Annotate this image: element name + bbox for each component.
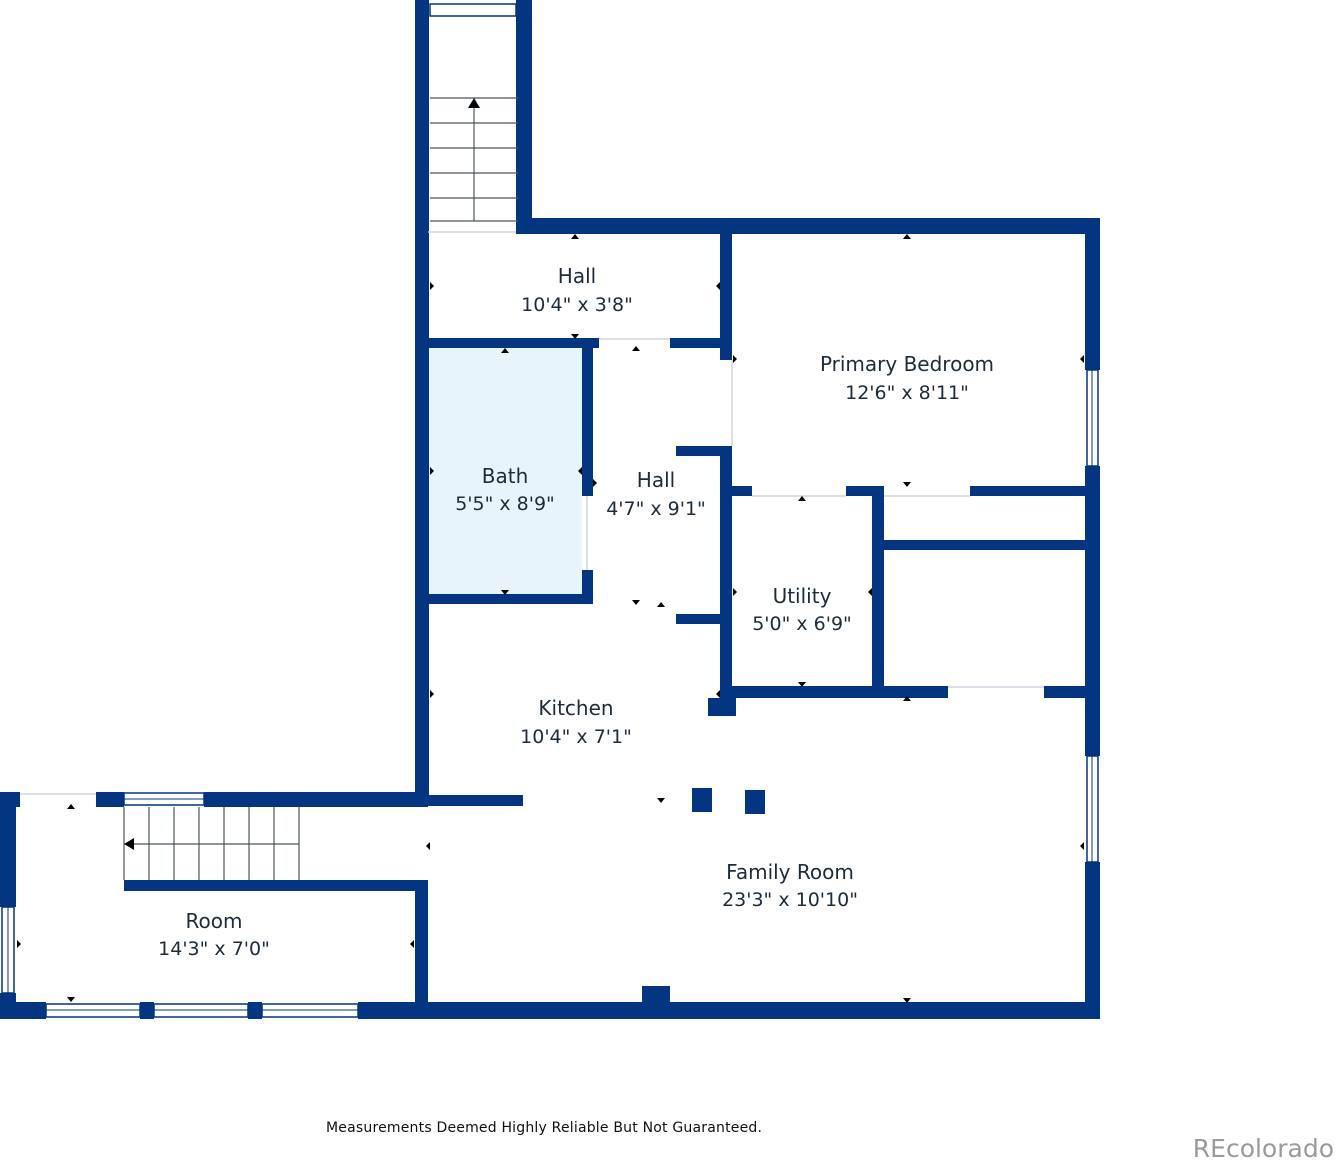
room-family-room-dims: 23'3" x 10'10" [722, 889, 858, 911]
window-lines [7, 370, 1093, 1011]
room-hall-top-name: Hall [558, 264, 596, 288]
disclaimer-text: Measurements Deemed Highly Reliable But … [326, 1120, 763, 1136]
room-hall-top-dims: 10'4" x 3'8" [521, 294, 633, 316]
room-hall-middle-name: Hall [637, 468, 675, 492]
room-primary-bedroom-dims: 12'6" x 8'11" [845, 382, 969, 404]
stairs-arrow-icon [124, 838, 134, 850]
stairs-upper [430, 97, 518, 222]
room-bath-name: Bath [482, 464, 529, 488]
stairs-lower [123, 807, 300, 880]
stairs-up-arrow-icon [468, 98, 480, 108]
room-hall-middle-dims: 4'7" x 9'1" [606, 498, 706, 520]
walls [0, 0, 1100, 1019]
room-room-name: Room [186, 909, 243, 933]
door-openings [20, 231, 1044, 795]
room-primary-bedroom-name: Primary Bedroom [820, 352, 994, 376]
dimension-markers [17, 234, 1084, 1003]
bath-fill [428, 347, 582, 595]
room-kitchen-name: Kitchen [538, 696, 613, 720]
room-utility-dims: 5'0" x 6'9" [752, 613, 852, 635]
room-room-dims: 14'3" x 7'0" [158, 938, 270, 960]
room-kitchen-dims: 10'4" x 7'1" [520, 726, 632, 748]
room-utility-name: Utility [773, 584, 832, 608]
room-family-room-name: Family Room [726, 860, 854, 884]
brand-watermark: REcolorado [1192, 1134, 1334, 1163]
room-bath-dims: 5'5" x 8'9" [455, 493, 555, 515]
